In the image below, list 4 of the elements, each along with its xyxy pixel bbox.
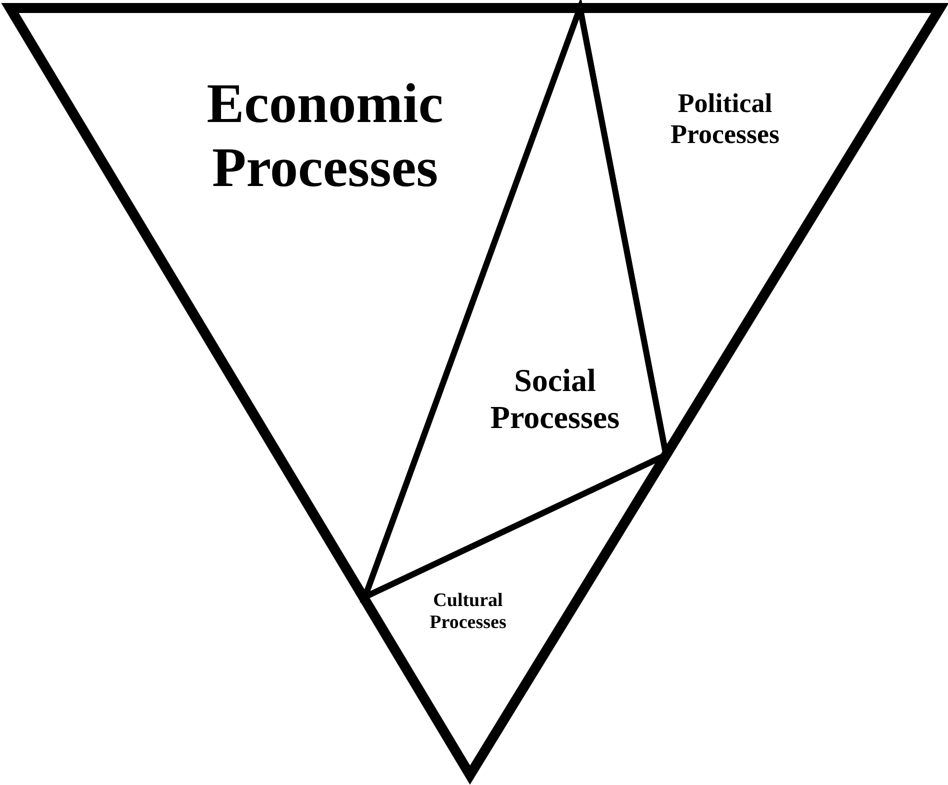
region-label: Cultural Processes xyxy=(428,590,508,634)
region-label: Economic Processes xyxy=(206,72,444,201)
region-label: Social Processes xyxy=(489,362,621,436)
region-label: Political Processes xyxy=(670,88,780,150)
